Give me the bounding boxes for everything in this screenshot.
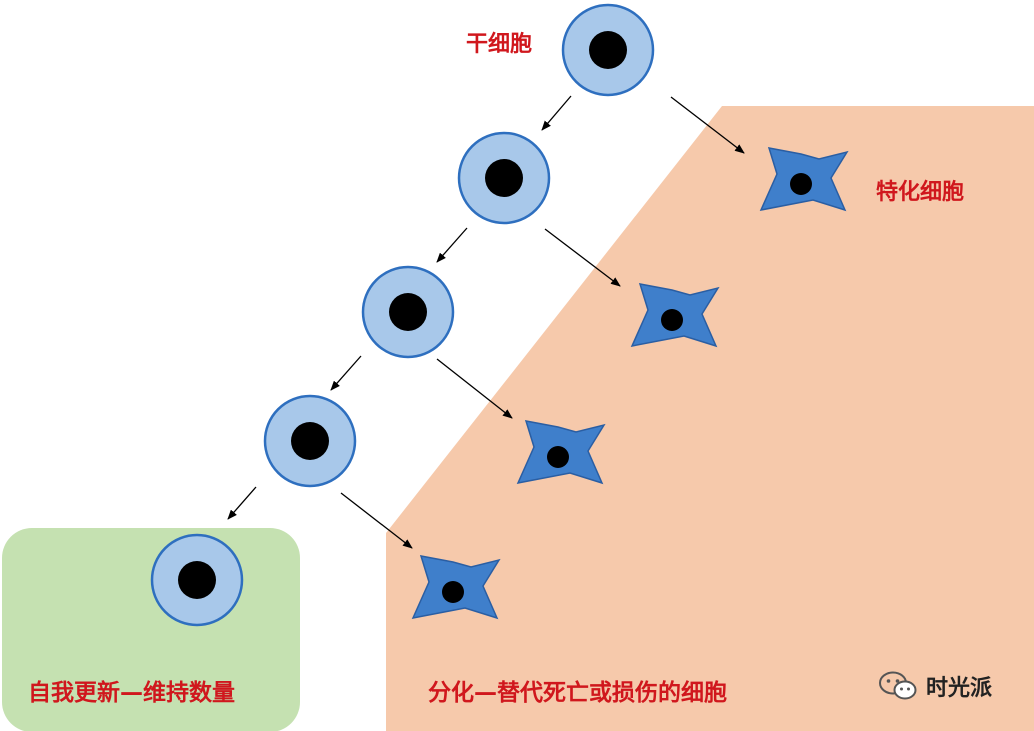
nucleus xyxy=(485,159,523,197)
nucleus xyxy=(547,446,569,468)
differentiation-arrow xyxy=(436,358,513,419)
nucleus xyxy=(589,31,627,69)
specialized-cell-label: 特化细胞 xyxy=(876,180,965,205)
stem-cell xyxy=(457,131,551,225)
specialized-cell xyxy=(760,147,848,211)
specialized-cell xyxy=(631,283,719,347)
nucleus xyxy=(442,581,464,603)
nucleus xyxy=(790,173,812,195)
watermark: 时光派 xyxy=(878,670,992,702)
differentiation-arrow xyxy=(340,492,413,549)
wechat-icon xyxy=(879,671,917,700)
renewal-arrow xyxy=(227,486,257,520)
nucleus xyxy=(389,293,427,331)
nucleus xyxy=(291,422,329,460)
nucleus xyxy=(178,561,216,599)
self-renewal-label: 自我更新—维持数量 xyxy=(28,680,235,706)
stem-cell xyxy=(263,394,357,488)
stem-cell xyxy=(150,533,244,627)
stem-cell-label: 干细胞 xyxy=(466,32,533,57)
differentiation-region xyxy=(386,106,1034,731)
specialized-cell xyxy=(517,420,605,484)
nucleus xyxy=(661,309,683,331)
differentiation-arrow xyxy=(670,96,745,154)
stem-cell xyxy=(561,3,655,97)
watermark-text: 时光派 xyxy=(926,676,993,701)
renewal-arrow xyxy=(541,95,572,131)
stem-cell xyxy=(361,265,455,359)
differentiation-arrow xyxy=(544,228,621,287)
differentiation-label: 分化—替代死亡或损伤的细胞 xyxy=(428,680,727,706)
renewal-arrow xyxy=(330,355,362,391)
specialized-cell xyxy=(412,555,500,619)
renewal-arrow xyxy=(436,227,468,263)
